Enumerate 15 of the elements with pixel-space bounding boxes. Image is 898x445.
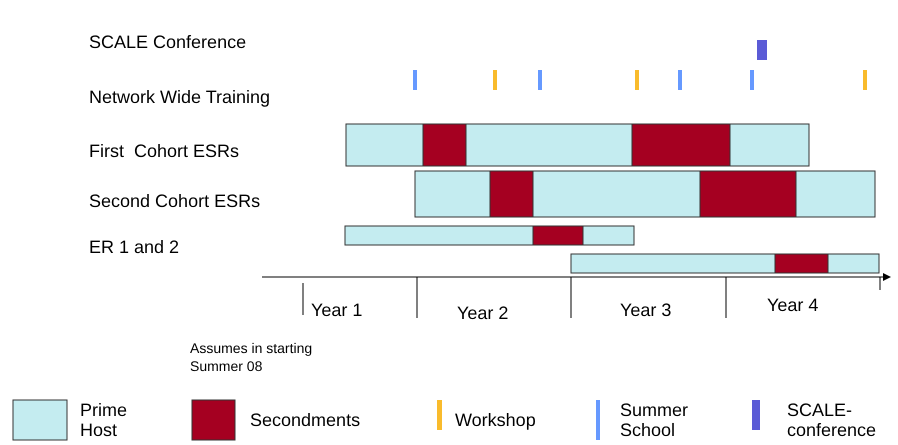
year-label: Year 4 <box>767 295 818 315</box>
legend-label: Secondments <box>250 410 362 430</box>
note-text: Assumes in starting Summer 08 <box>190 339 314 375</box>
year-label: Year 3 <box>620 300 672 320</box>
row-label: ER 1 and 2 <box>89 237 180 257</box>
row-label: First Cohort ESRs <box>89 141 240 161</box>
legend-label: Summer School <box>620 400 690 440</box>
row-label: Second Cohort ESRs <box>89 191 260 211</box>
year-label: Year 1 <box>311 300 362 320</box>
legend-label: SCALE-conference <box>787 400 878 440</box>
legend-label: Workshop <box>455 410 537 430</box>
year-label: Year 2 <box>457 303 508 323</box>
row-label: SCALE Conference <box>89 32 246 52</box>
legend-label: Prime Host <box>80 400 128 440</box>
row-label: Network Wide Training <box>89 87 270 107</box>
